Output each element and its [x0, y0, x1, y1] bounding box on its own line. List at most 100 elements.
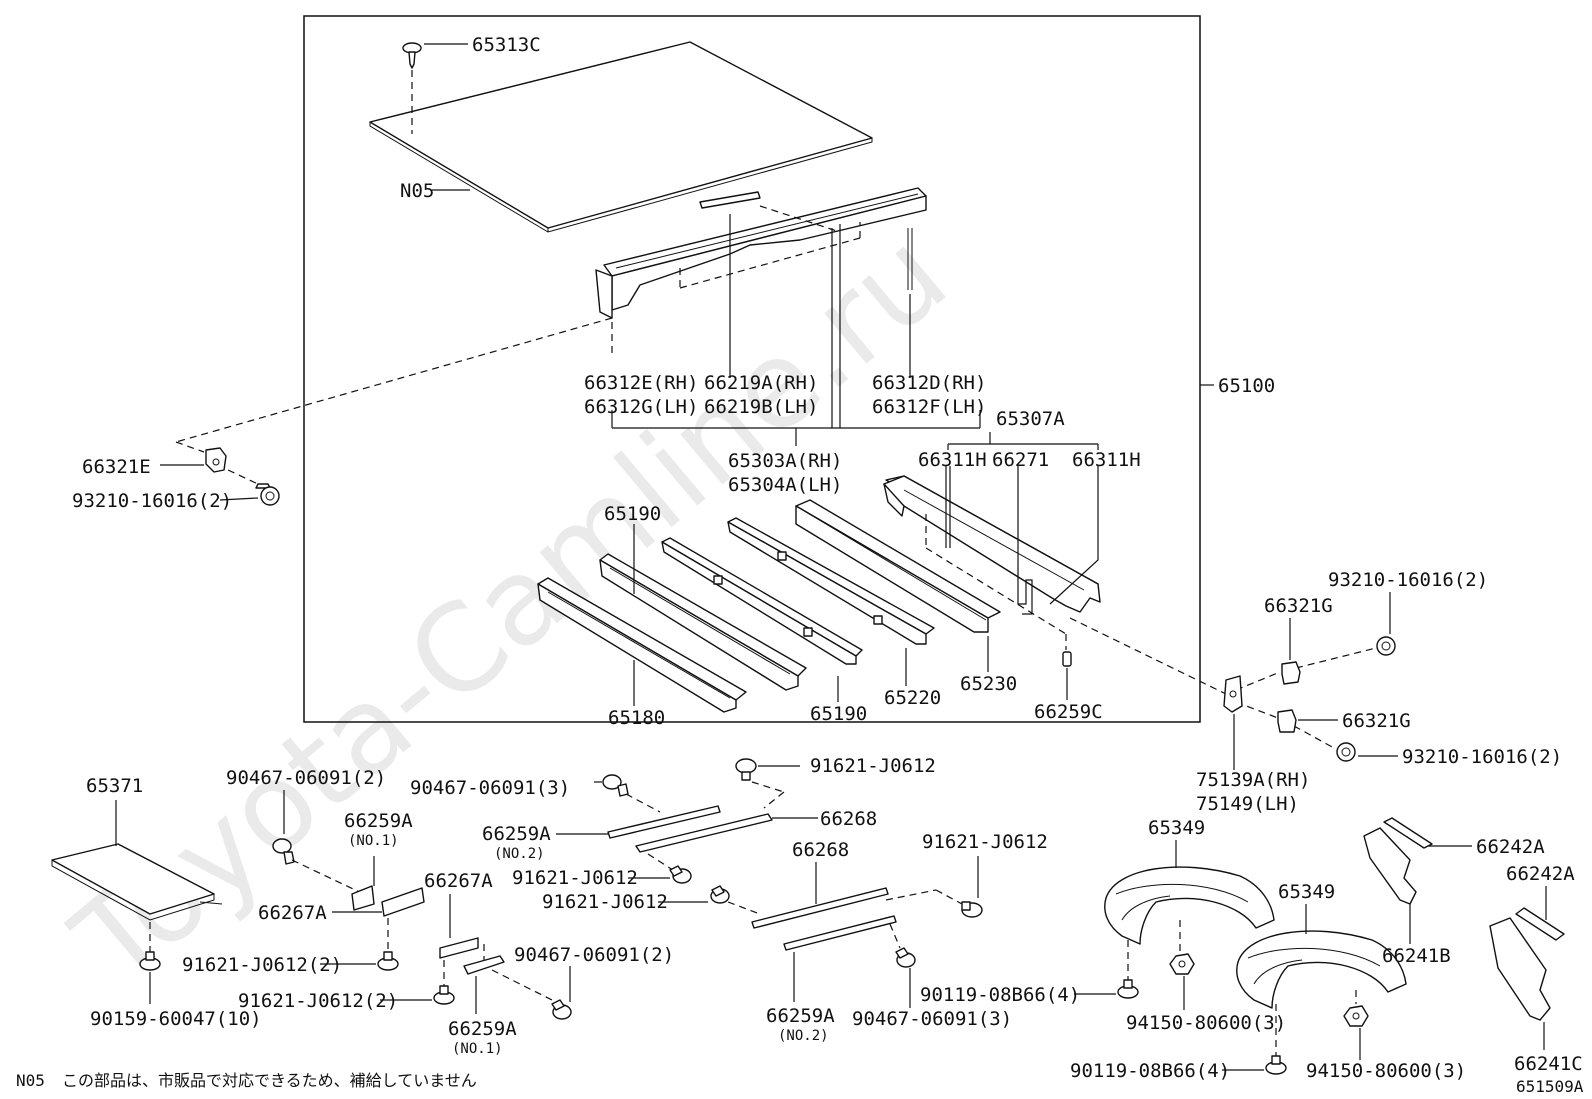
- label-65303a-rh: 65303A(RH): [728, 450, 842, 472]
- plate-65371: [51, 843, 223, 921]
- label-94150-b: 94150-80600(3): [1306, 1060, 1466, 1082]
- bolt-91621-a: [735, 758, 757, 781]
- label-91621-a: 91621-J0612: [810, 755, 936, 777]
- cross-member-65190-a: [599, 553, 807, 691]
- label-66242a-b: 66242A: [1506, 863, 1575, 885]
- bracket-66268-a: [635, 813, 773, 853]
- bracket-66267a-b: [439, 937, 479, 959]
- bolt-90467-b: [602, 774, 629, 797]
- clip-90159: [139, 951, 161, 971]
- bolt-90467-a: [272, 838, 295, 865]
- label-90467-a: 90467-06091(2): [226, 767, 386, 789]
- cross-member-65190-b: [661, 537, 863, 665]
- cross-member-65180: [537, 577, 747, 713]
- bolt-90467-d: [895, 947, 916, 968]
- label-66321e: 66321E: [82, 456, 151, 478]
- label-93210-c: 93210-16016(2): [1402, 746, 1562, 768]
- label-65190-b: 65190: [810, 703, 867, 725]
- bracket-66259a-no2-a: [607, 805, 721, 839]
- label-90467-d: 90467-06091(3): [852, 1008, 1012, 1030]
- nut-94150-a: [1169, 953, 1195, 975]
- label-91621-f: 91621-J0612(2): [238, 990, 398, 1012]
- label-66219a-rh: 66219A(RH): [704, 372, 818, 394]
- label-66259a-c: 66259A: [448, 1018, 517, 1040]
- nut-94150-b: [1343, 1005, 1369, 1027]
- strip-66242a-a: [1383, 817, 1433, 849]
- label-66311h-a: 66311H: [918, 449, 987, 471]
- cross-member-65230: [795, 499, 1001, 633]
- bracket-66321g-lower: [1277, 709, 1297, 733]
- bracket-66259a-no2-b: [783, 915, 897, 951]
- label-66267a-a: 66267A: [258, 902, 327, 924]
- label-66321g-b: 66321G: [1342, 710, 1411, 732]
- strip-66242a-b: [1515, 907, 1565, 941]
- label-66259a-b-sub: (NO.2): [494, 846, 545, 862]
- bolt-90119-a: [1117, 979, 1139, 999]
- cross-member-65220: [727, 517, 935, 645]
- bolt-91621-b: [669, 865, 692, 884]
- label-66259a-d-sub: (NO.2): [778, 1028, 829, 1044]
- footnote-code: N05: [16, 1071, 45, 1090]
- label-65349-a: 65349: [1148, 817, 1205, 839]
- label-75149-lh: 75149(LH): [1196, 793, 1299, 815]
- bracket-66267a-a: [381, 887, 425, 917]
- label-65349-b: 65349: [1278, 881, 1335, 903]
- bracket-66321g-upper: [1281, 661, 1301, 685]
- label-66271: 66271: [992, 449, 1049, 471]
- label-66268-b: 66268: [792, 839, 849, 861]
- bracket-66259a-no1-b: [463, 955, 505, 975]
- rear-sill-65307a: [883, 475, 1101, 613]
- mudguard-65349-b: [1236, 930, 1407, 1009]
- footnote-text: この部品は、市販品で対応できるため、補給していません: [62, 1071, 477, 1090]
- flap-66241c: [1489, 917, 1551, 1021]
- label-93210-b: 93210-16016(2): [1328, 569, 1488, 591]
- bolt-91621-d: [961, 901, 983, 918]
- screw-65313c: [402, 42, 422, 69]
- label-66259a-c-sub: (NO.1): [452, 1041, 503, 1057]
- label-91621-b: 91621-J0612: [512, 867, 638, 889]
- label-65371: 65371: [86, 775, 143, 797]
- bolt-90467-c: [551, 999, 572, 1020]
- bolt-93210-lower-right: [1336, 742, 1356, 762]
- plug-66259c: [1062, 651, 1072, 667]
- bolt-93210-upper-right: [1376, 636, 1396, 656]
- label-66321g-a: 66321G: [1264, 595, 1333, 617]
- label-65190-a: 65190: [604, 503, 661, 525]
- label-90467-c: 90467-06091(2): [514, 944, 674, 966]
- label-91621-d: 91621-J0612: [922, 831, 1048, 853]
- label-75139a-rh: 75139A(RH): [1196, 769, 1310, 791]
- label-66268-a: 66268: [820, 808, 877, 830]
- label-66241c: 66241C: [1514, 1053, 1583, 1075]
- label-90119-a: 90119-08B66(4): [920, 984, 1080, 1006]
- label-66219b-lh: 66219B(LH): [704, 396, 818, 418]
- label-66267a-b: 66267A: [424, 870, 493, 892]
- label-66312f-lh: 66312F(LH): [872, 396, 986, 418]
- bolt-93210-left: [255, 483, 280, 506]
- label-65100: 65100: [1218, 375, 1275, 397]
- label-66311h-b: 66311H: [1072, 449, 1141, 471]
- label-90159: 90159-60047(10): [90, 1008, 262, 1030]
- label-66259a-b: 66259A: [482, 823, 551, 845]
- label-66259c: 66259C: [1034, 701, 1103, 723]
- diagram-code: 651509A: [1516, 1077, 1584, 1096]
- label-66241b: 66241B: [1382, 945, 1451, 967]
- flap-66241b: [1363, 827, 1417, 905]
- label-65230: 65230: [960, 673, 1017, 695]
- bolt-91621-e: [377, 951, 399, 971]
- mudguard-65349-a: [1104, 866, 1275, 945]
- bolt-91621-c: [710, 885, 730, 904]
- hinge-75139a: [1223, 675, 1243, 713]
- label-66242a-a: 66242A: [1476, 836, 1545, 858]
- label-90119-b: 90119-08B66(4): [1070, 1060, 1230, 1082]
- floor-board-n05: [369, 41, 873, 229]
- label-93210-a: 93210-16016(2): [72, 490, 232, 512]
- bracket-66259a-no1-a: [351, 885, 375, 911]
- assembly-frame-65100: [303, 15, 1201, 723]
- bracket-66321e: [205, 447, 227, 473]
- front-sill-65303a: [595, 187, 927, 319]
- label-n05: N05: [400, 180, 434, 202]
- label-65220: 65220: [884, 687, 941, 709]
- label-94150-a: 94150-80600(3): [1126, 1012, 1286, 1034]
- label-65307a: 65307A: [996, 408, 1065, 430]
